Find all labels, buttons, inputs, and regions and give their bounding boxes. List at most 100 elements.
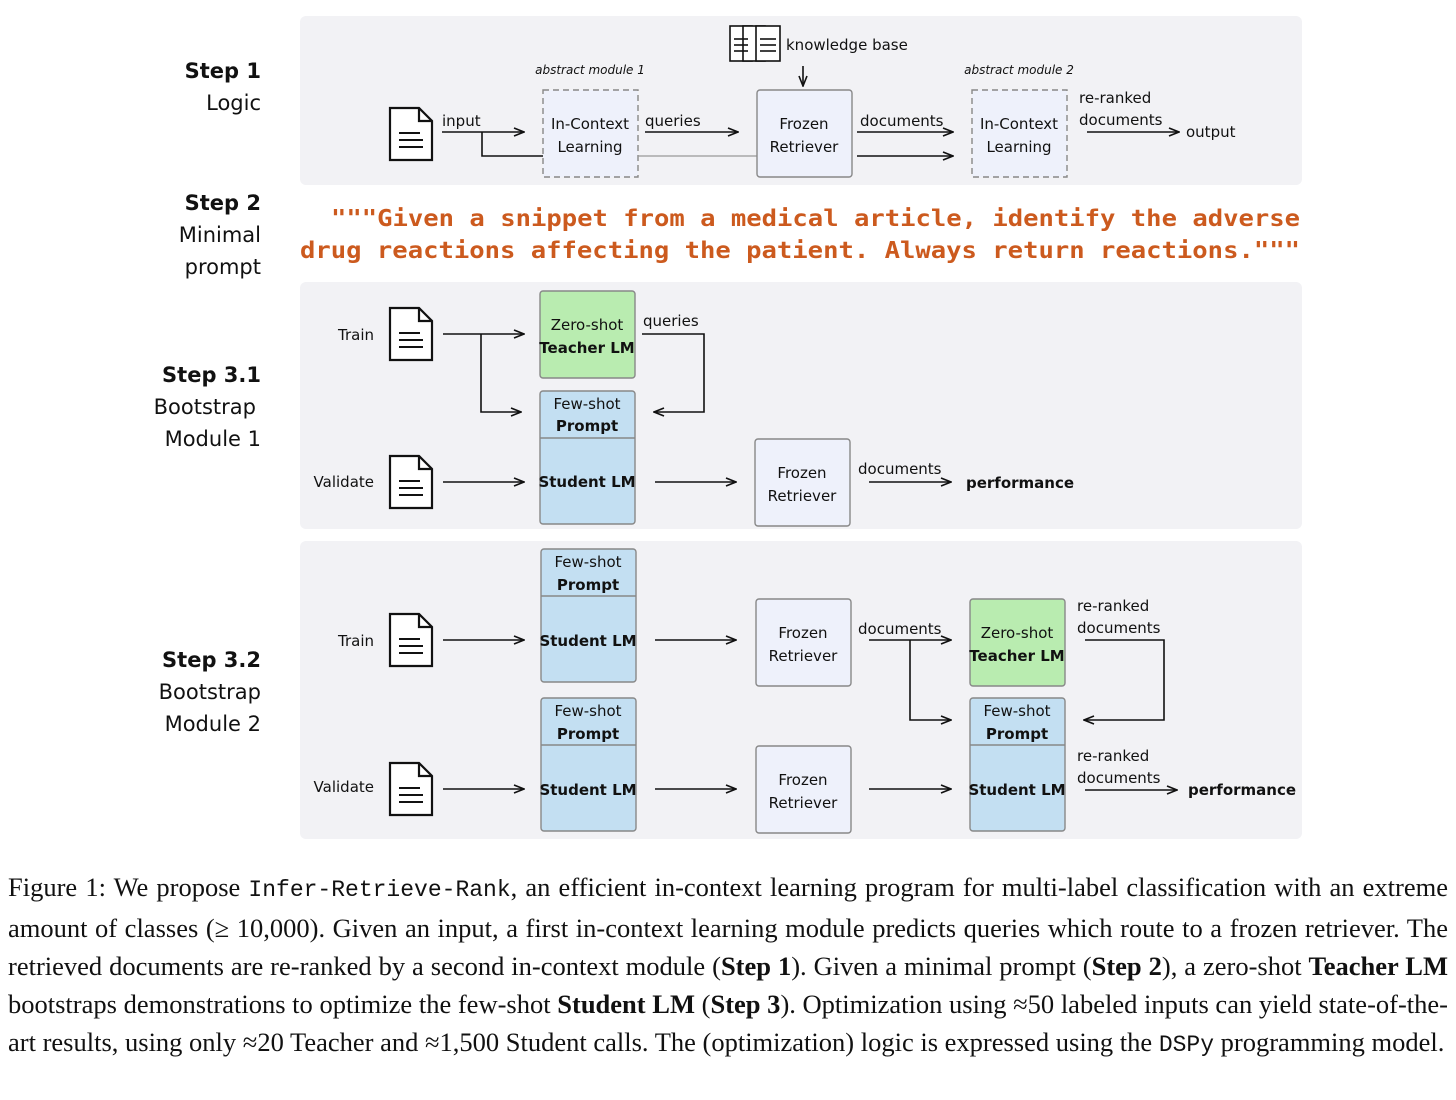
caption-bold-step2: Step 2 bbox=[1091, 951, 1162, 981]
icl-2-line-1: In-Context bbox=[980, 115, 1058, 133]
b2-train-fewshot-line-2: Prompt bbox=[557, 576, 619, 594]
b1-queries-loop-arrow bbox=[642, 333, 705, 412]
b2-reranked-top-line-1: re-ranked bbox=[1077, 597, 1149, 615]
retriever-1-line-1: Frozen bbox=[779, 115, 828, 133]
b2-validate-document-icon bbox=[388, 761, 434, 817]
input-bypass-line bbox=[481, 132, 543, 157]
step31-sub-1: Bootstrap bbox=[154, 395, 256, 419]
step1-sub: Logic bbox=[206, 91, 261, 115]
icl-module-2 bbox=[971, 89, 1068, 178]
reranked-line-2: documents bbox=[1079, 111, 1163, 129]
b2-validate-fewshot-line-2: Prompt bbox=[557, 725, 619, 743]
caption-text-5: bootstraps demonstrations to optimize th… bbox=[8, 989, 558, 1019]
b2-train-fewshot-line-1: Few-shot bbox=[554, 553, 621, 571]
retriever-1-line-2: Retriever bbox=[770, 138, 840, 156]
caption-text-8: programming model. bbox=[1214, 1027, 1445, 1057]
step31-sub-2: Module 1 bbox=[165, 427, 261, 451]
b2-validate-fewshot-line-1: Few-shot bbox=[554, 702, 621, 720]
b1-train-label: Train bbox=[337, 326, 374, 344]
b1-validate-document-icon bbox=[388, 454, 434, 510]
step32-sub-1: Bootstrap bbox=[159, 680, 261, 704]
b2-reranked-bottom-line-2: documents bbox=[1077, 769, 1161, 787]
knowledge-base-label: knowledge base bbox=[786, 36, 908, 54]
queries-label: queries bbox=[645, 112, 701, 130]
b2-right-fewshot-line-1: Few-shot bbox=[983, 702, 1050, 720]
b1-validate-label: Validate bbox=[314, 473, 374, 491]
b1-teacher-line-2: Teacher LM bbox=[539, 339, 634, 357]
caption-text-7: ). Optimization using ≈50 labeled inputs… bbox=[8, 989, 1448, 1057]
icl-module-1 bbox=[542, 89, 639, 178]
b1-train-branch-arrow bbox=[480, 334, 521, 412]
b2-performance-label: performance bbox=[1188, 781, 1296, 799]
b1-retriever-line-1: Frozen bbox=[777, 464, 826, 482]
b2-reranked-bottom-line-1: re-ranked bbox=[1077, 747, 1149, 765]
step32-sub-2: Module 2 bbox=[165, 712, 261, 736]
b1-frozen-retriever bbox=[754, 438, 851, 527]
documents-label: documents bbox=[860, 112, 944, 130]
b1-performance-label: performance bbox=[966, 474, 1074, 492]
step2-sub-1: Minimal bbox=[179, 223, 261, 247]
b2-train-label: Train bbox=[337, 632, 374, 650]
b2-right-fewshot-line-2: Prompt bbox=[986, 725, 1048, 743]
figure-caption: Figure 1: We propose Infer-Retrieve-Rank… bbox=[8, 868, 1448, 1064]
b1-retriever-line-2: Retriever bbox=[768, 487, 838, 505]
b2-reranked-top-line-2: documents bbox=[1077, 619, 1161, 637]
b2-documents-branch-arrow bbox=[909, 640, 951, 720]
b2-validate-student-stack bbox=[540, 697, 637, 832]
step32-head: Step 3.2 bbox=[162, 648, 261, 672]
step1-head: Step 1 bbox=[185, 59, 261, 83]
b2-right-student-label: Student LM bbox=[968, 781, 1065, 799]
input-label: input bbox=[442, 112, 481, 130]
output-label: output bbox=[1186, 123, 1236, 141]
step1-label: Step 1 Logic bbox=[185, 59, 261, 115]
b1-documents-label: documents bbox=[858, 460, 942, 478]
step2-head: Step 2 bbox=[185, 191, 261, 215]
caption-bold-student-lm: Student LM bbox=[557, 989, 695, 1019]
caption-text-1: Figure 1: We propose bbox=[8, 872, 249, 902]
caption-text-2: , an efficient in-context learning progr… bbox=[8, 872, 1448, 981]
caption-bold-step3: Step 3 bbox=[710, 989, 781, 1019]
diagram-canvas: Step 1 Logic Step 2 Minimal prompt Step … bbox=[154, 16, 1302, 839]
b2-train-student-label: Student LM bbox=[539, 632, 636, 650]
input-document-icon bbox=[388, 106, 434, 162]
b1-fewshot-line-1: Few-shot bbox=[553, 395, 620, 413]
b2-train-retriever-line-2: Retriever bbox=[769, 647, 839, 665]
b1-train-document-icon bbox=[388, 306, 434, 362]
b2-teacher-lm bbox=[969, 598, 1066, 687]
b2-validate-student-label: Student LM bbox=[539, 781, 636, 799]
prompt-line-1: """Given a snippet from a medical articl… bbox=[331, 206, 1300, 232]
b1-student-stack bbox=[539, 390, 636, 525]
prompt-line-2: drug reactions affecting the patient. Al… bbox=[300, 238, 1300, 264]
frozen-retriever-1 bbox=[756, 89, 853, 178]
b2-validate-retriever-line-1: Frozen bbox=[778, 771, 827, 789]
b2-reranked-loop-arrow bbox=[1084, 639, 1165, 720]
step31-head: Step 3.1 bbox=[162, 363, 261, 387]
step2-sub-2: prompt bbox=[185, 255, 261, 279]
b1-queries-label: queries bbox=[643, 312, 699, 330]
b2-validate-frozen-retriever bbox=[755, 745, 852, 834]
b1-fewshot-line-2: Prompt bbox=[556, 417, 618, 435]
knowledge-base-icon bbox=[729, 25, 781, 62]
caption-text-3: ). Given a minimal prompt ( bbox=[791, 951, 1092, 981]
b1-teacher-line-1: Zero-shot bbox=[551, 316, 624, 334]
caption-code-dspy: DSPy bbox=[1158, 1032, 1215, 1058]
b2-right-student-stack bbox=[969, 697, 1066, 832]
b2-validate-retriever-line-2: Retriever bbox=[769, 794, 839, 812]
abstract-module-1-label: abstract module 1 bbox=[535, 63, 645, 77]
step32-label: Step 3.2 Bootstrap Module 2 bbox=[159, 648, 261, 736]
icl-1-line-2: Learning bbox=[557, 138, 622, 156]
caption-code-infer-retrieve-rank: Infer-Retrieve-Rank bbox=[248, 877, 511, 903]
b2-train-frozen-retriever bbox=[755, 598, 852, 687]
b1-student-label: Student LM bbox=[538, 473, 635, 491]
b2-validate-label: Validate bbox=[314, 778, 374, 796]
b1-teacher-lm bbox=[539, 290, 636, 379]
b2-documents-label: documents bbox=[858, 620, 942, 638]
step31-label: Step 3.1 Bootstrap Module 1 bbox=[154, 363, 261, 451]
b2-train-student-stack bbox=[540, 548, 637, 683]
b2-train-document-icon bbox=[388, 612, 434, 668]
step2-label: Step 2 Minimal prompt bbox=[179, 191, 261, 279]
caption-bold-teacher-lm: Teacher LM bbox=[1308, 951, 1448, 981]
caption-text-4: ), a zero-shot bbox=[1161, 951, 1309, 981]
icl-1-line-1: In-Context bbox=[551, 115, 629, 133]
caption-text-6: ( bbox=[694, 989, 711, 1019]
